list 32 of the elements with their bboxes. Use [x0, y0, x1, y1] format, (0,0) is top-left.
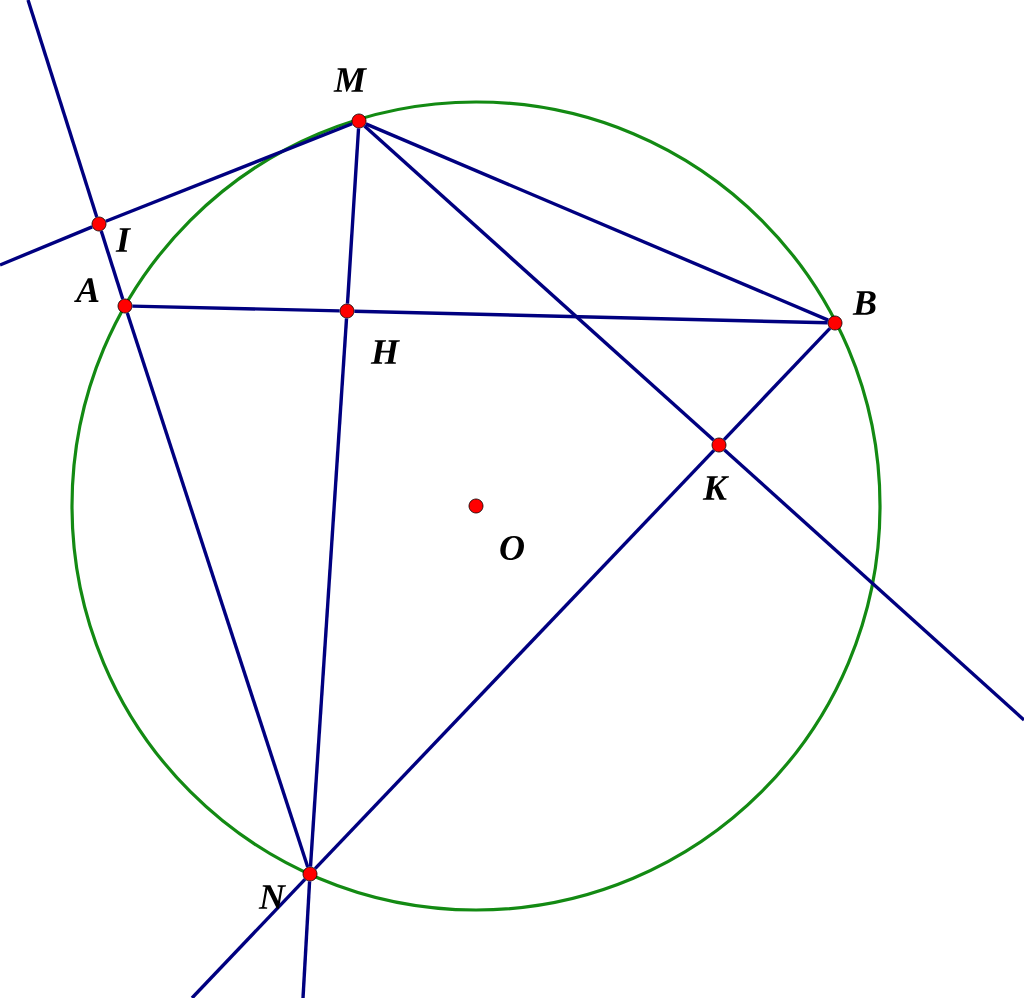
point [468, 498, 484, 514]
line [365, 122, 829, 322]
line [190, 878, 307, 998]
line [105, 122, 353, 223]
point-label: I [115, 228, 131, 252]
point [339, 303, 355, 319]
point-label: M [333, 68, 367, 92]
line [0, 225, 93, 267]
line [26, 0, 99, 218]
point-label: N [258, 885, 287, 909]
point [91, 216, 107, 232]
line [363, 124, 715, 442]
point [711, 437, 727, 453]
line [345, 128, 361, 304]
line [125, 312, 310, 868]
line [301, 881, 312, 998]
line [132, 304, 340, 313]
point [827, 315, 843, 331]
point-label: K [702, 476, 729, 500]
point-label: O [500, 535, 524, 561]
line [313, 449, 716, 870]
line [308, 318, 349, 867]
point-label: H [370, 340, 400, 364]
point [302, 866, 318, 882]
point-label: B [852, 291, 876, 315]
point [117, 298, 133, 314]
point-label: A [74, 278, 99, 302]
line [723, 448, 1024, 722]
line [99, 230, 125, 300]
line [722, 327, 832, 441]
point [351, 113, 367, 129]
line [354, 309, 828, 325]
